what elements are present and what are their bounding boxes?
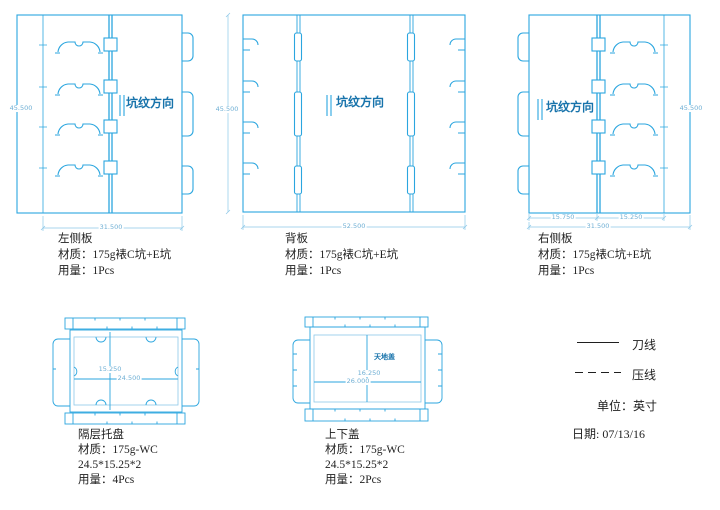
fold-notches (660, 44, 668, 169)
back-panel-grain-label: 坑纹方向 (336, 95, 385, 109)
left-panel-info: 左侧板 材质：175g裱C坑+E坑 用量：1Pcs (58, 231, 171, 279)
back-panel-drawing (225, 12, 468, 230)
tray-material: 材质：175g-WC (78, 444, 158, 456)
left-panel-material: 材质：175g裱C坑+E坑 (58, 249, 172, 261)
crease-lines (296, 15, 414, 212)
unit-label: 单位：英寸 (597, 399, 658, 413)
lock-squares (103, 37, 118, 175)
dimension-lines (225, 12, 468, 230)
lock-squares (591, 37, 606, 175)
handle-cutouts (55, 41, 103, 177)
grain-direction-bars (537, 99, 543, 120)
back-panel-material: 材质：175g裱C坑+E坑 (285, 249, 399, 261)
bottom-flap (304, 408, 429, 422)
cover-info: 上下盖 材质：175g-WC 24.5*15.25*2 用量：2Pcs (325, 428, 405, 488)
panel-outline (242, 14, 466, 213)
back-panel-width-dim: 52.500 (341, 222, 367, 230)
left-panel-usage: 用量：1Pcs (58, 265, 115, 277)
top-flap (64, 317, 186, 330)
back-panel-title: 背板 (285, 233, 308, 245)
crease-line-sample (575, 372, 621, 374)
crease-line-label: 压线 (632, 368, 657, 382)
edge-hook-cutouts (243, 38, 465, 175)
back-panel-height-dim: 45.500 (214, 105, 240, 113)
back-panel-info: 背板 材质：175g裱C坑+E坑 用量：1Pcs (285, 231, 398, 279)
tray-width-dim: 24.500 (116, 374, 142, 382)
tray-title: 隔层托盘 (78, 429, 124, 441)
right-panel-grain-label: 坑纹方向 (546, 100, 595, 114)
cover-height-dim: 16.250 (356, 369, 382, 377)
tray-body (69, 329, 183, 413)
handle-cutouts (610, 41, 658, 177)
cover-inner-label: 天地盖 (374, 353, 395, 361)
fold-notches (39, 44, 47, 169)
cover-width-dim: 26.000 (345, 377, 371, 385)
grain-direction-bars (119, 95, 125, 116)
divider-tray-drawing (52, 317, 200, 425)
right-flap (182, 338, 200, 407)
cover-body (309, 326, 426, 410)
left-panel-height-dim: 45.500 (8, 104, 34, 112)
left-side-panel-drawing (16, 14, 194, 231)
locking-tabs (181, 32, 194, 195)
cover-size: 24.5*15.25*2 (325, 459, 389, 471)
thumb-notches (73, 336, 179, 406)
right-flap (425, 339, 443, 404)
tray-usage: 用量：4Pcs (78, 474, 135, 486)
right-panel-title: 右侧板 (538, 233, 573, 245)
right-panel-usage: 用量：1Pcs (538, 265, 595, 277)
back-panel-usage: 用量：1Pcs (285, 265, 342, 277)
tray-inner-crease (73, 336, 179, 406)
cover-material: 材质：175g-WC (325, 444, 405, 456)
right-side-panel-drawing (517, 14, 693, 230)
tray-height-dim: 15.250 (97, 365, 123, 373)
tray-info: 隔层托盘 材质：175g-WC 24.5*15.25*2 用量：4Pcs (78, 428, 158, 488)
cover-usage: 用量：2Pcs (325, 474, 382, 486)
top-flap (304, 316, 429, 328)
tray-size: 24.5*15.25*2 (78, 459, 142, 471)
locking-tabs (517, 32, 530, 195)
grain-direction-bars (326, 95, 332, 116)
tab-slots (293, 32, 416, 195)
right-panel-height-dim: 45.500 (678, 104, 704, 112)
left-panel-width-dim: 31.500 (98, 223, 124, 231)
cover-drawing (292, 316, 443, 422)
left-flap (292, 339, 310, 404)
cover-inner-crease (313, 334, 422, 403)
cover-title: 上下盖 (325, 429, 360, 441)
right-panel-info: 右侧板 材质：175g裱C坑+E坑 用量：1Pcs (538, 231, 651, 279)
date-label: 日期: 07/13/16 (572, 427, 646, 441)
right-panel-width-dim: 31.500 (585, 222, 611, 230)
left-panel-title: 左侧板 (58, 233, 93, 245)
left-flap (52, 338, 70, 407)
right-panel-right-half-dim: 15.250 (618, 213, 644, 221)
knife-line-label: 刀线 (632, 338, 657, 352)
right-panel-left-half-dim: 15.750 (550, 213, 576, 221)
left-panel-grain-label: 坑纹方向 (126, 96, 175, 110)
knife-line-sample (577, 342, 619, 344)
right-panel-material: 材质：175g裱C坑+E坑 (538, 249, 652, 261)
bottom-flap (64, 412, 186, 425)
